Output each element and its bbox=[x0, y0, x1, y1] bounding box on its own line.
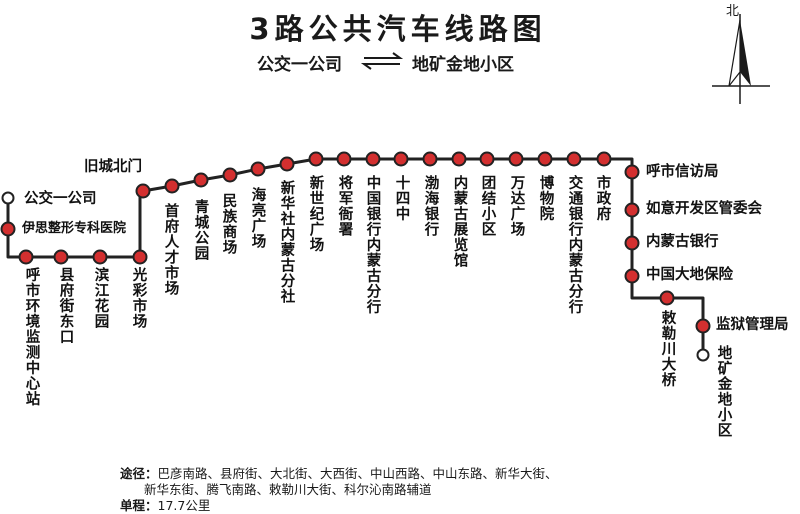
stop-marker bbox=[222, 167, 238, 183]
stop-marker bbox=[624, 268, 640, 284]
stop-label-17: 内蒙古展览馆 bbox=[451, 175, 468, 268]
stop-marker bbox=[132, 249, 148, 265]
stop-label-19: 万达广场 bbox=[508, 175, 525, 237]
stop-marker bbox=[193, 172, 209, 188]
stop-label-5: 光彩市场 bbox=[130, 267, 147, 329]
stop-marker bbox=[451, 151, 467, 167]
stop-label-13: 将军衙署 bbox=[336, 175, 353, 237]
stop-marker bbox=[537, 151, 553, 167]
stop-marker bbox=[695, 318, 711, 334]
stop-label-3: 县府街东口 bbox=[57, 267, 74, 345]
stop-marker bbox=[422, 151, 438, 167]
stop-label-6: 旧城北门 bbox=[84, 159, 142, 175]
stop-label-29: 地矿金地小区 bbox=[715, 345, 732, 438]
stop-label-22: 市政府 bbox=[594, 175, 611, 222]
stop-label-27: 敕勒川大桥 bbox=[659, 310, 676, 388]
stop-marker bbox=[566, 151, 582, 167]
stop-label-7: 首府人才市场 bbox=[162, 203, 179, 296]
stop-label-26: 中国大地保险 bbox=[646, 267, 733, 283]
stop-marker bbox=[0, 221, 16, 237]
stop-marker bbox=[53, 249, 69, 265]
stop-label-4: 滨江花园 bbox=[92, 267, 109, 329]
stop-marker bbox=[92, 249, 108, 265]
stop-label-15: 十四中 bbox=[393, 175, 410, 222]
stop-marker bbox=[624, 202, 640, 218]
via-label: 途径： bbox=[120, 466, 158, 481]
stop-label-11: 新华社内蒙古分社 bbox=[278, 180, 295, 304]
via-text-line1: 巴彦南路、县府街、大北街、大西街、中山西路、中山东路、新华大街、 bbox=[157, 466, 558, 481]
stop-marker bbox=[508, 151, 524, 167]
stop-label-1: 伊思整形专科医院 bbox=[22, 221, 127, 236]
stop-marker bbox=[308, 151, 324, 167]
stop-label-14: 中国银行内蒙古分行 bbox=[364, 175, 381, 315]
stop-marker bbox=[659, 290, 675, 306]
route-via-cont: 新华东街、腾飞南路、敕勒川大街、科尔沁南路辅道 bbox=[144, 479, 432, 498]
stop-label-12: 新世纪广场 bbox=[307, 175, 324, 253]
stop-label-0: 公交一公司 bbox=[24, 191, 97, 207]
direction-to: 地矿金地小区 bbox=[412, 55, 514, 75]
stop-marker bbox=[164, 178, 180, 194]
stop-marker bbox=[596, 151, 612, 167]
stop-label-16: 渤海银行 bbox=[422, 175, 439, 237]
stop-label-23: 呼市信访局 bbox=[646, 164, 719, 180]
stop-label-20: 博物院 bbox=[537, 175, 554, 222]
stop-markers bbox=[0, 151, 711, 362]
north-label: 北 bbox=[726, 4, 740, 19]
via-text-line2: 新华东街、腾飞南路、敕勒川大街、科尔沁南路辅道 bbox=[144, 482, 432, 497]
stop-label-9: 民族商场 bbox=[220, 193, 237, 255]
stop-label-8: 青城公园 bbox=[192, 199, 209, 261]
stop-label-10: 海亮广场 bbox=[249, 187, 266, 249]
direction-from: 公交一公司 bbox=[257, 55, 342, 75]
stop-marker bbox=[624, 235, 640, 251]
stop-marker bbox=[393, 151, 409, 167]
page-title: 3路公共汽车线路图 bbox=[249, 12, 547, 46]
stop-marker bbox=[336, 151, 352, 167]
stop-label-2: 呼市环境监测中心站 bbox=[23, 267, 40, 407]
terminal-stop-marker bbox=[1, 191, 15, 205]
stop-marker bbox=[624, 164, 640, 180]
bidirectional-arrow-icon bbox=[360, 52, 404, 70]
stop-marker bbox=[365, 151, 381, 167]
stop-label-24: 如意开发区管委会 bbox=[646, 201, 762, 217]
stop-marker bbox=[279, 156, 295, 172]
stop-marker bbox=[250, 161, 266, 177]
north-arrow-icon bbox=[712, 14, 770, 104]
stop-marker bbox=[18, 249, 34, 265]
route-distance: 单程：17.7公里 bbox=[120, 495, 210, 514]
stop-marker bbox=[479, 151, 495, 167]
route-via: 途径：巴彦南路、县府街、大北街、大西街、中山西路、中山东路、新华大街、 bbox=[120, 463, 558, 482]
stop-label-21: 交通银行内蒙古分行 bbox=[566, 175, 583, 315]
terminal-stop-marker bbox=[696, 348, 710, 362]
stop-marker bbox=[135, 183, 151, 199]
stop-label-28: 监狱管理局 bbox=[716, 317, 789, 333]
stop-label-25: 内蒙古银行 bbox=[646, 234, 719, 250]
stop-label-18: 团结小区 bbox=[479, 175, 496, 237]
